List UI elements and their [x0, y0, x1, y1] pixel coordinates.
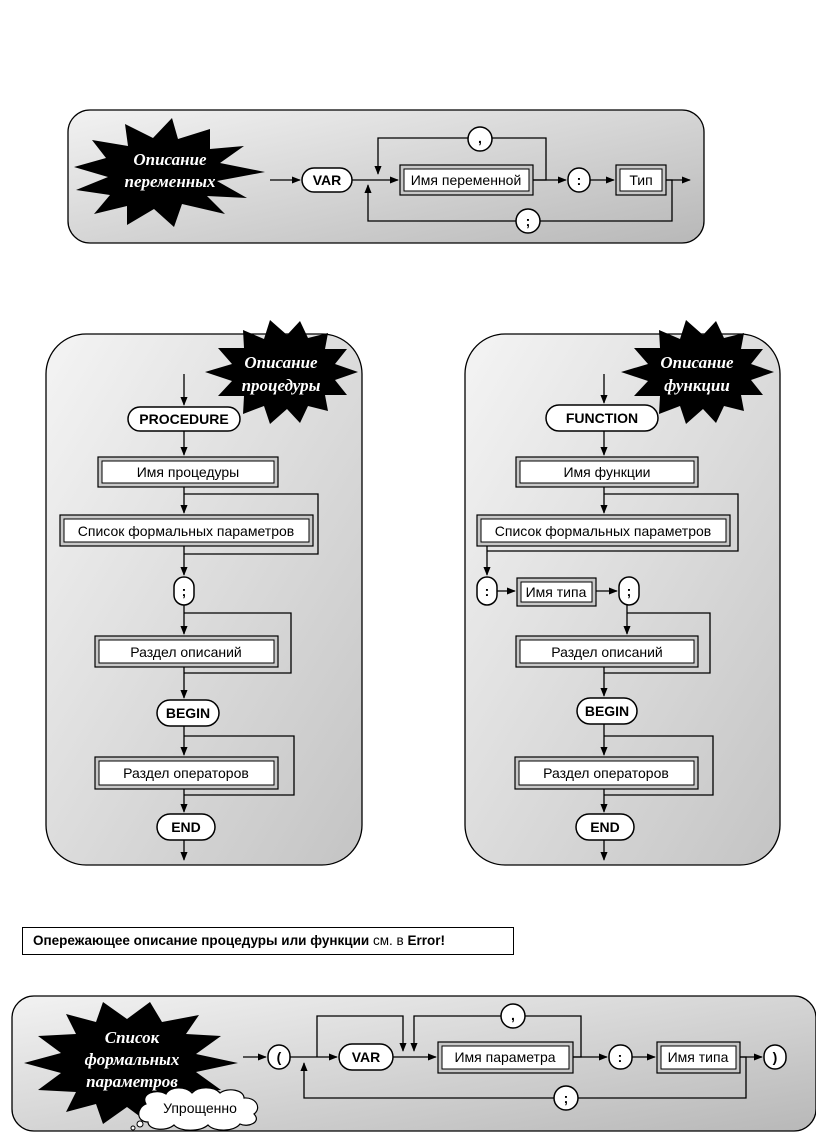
var-semicolon-node: [515, 208, 541, 234]
params-lparen: (: [277, 1049, 282, 1065]
params-rparen: ): [773, 1049, 778, 1065]
procedure-keyword-node: [127, 406, 241, 432]
function-semicolon: ;: [627, 583, 632, 599]
var-name-label: Имя переменной: [411, 172, 522, 188]
procedure-begin: BEGIN: [166, 705, 210, 721]
var-keyword-node: [301, 167, 353, 193]
function-name-label: Имя функции: [563, 464, 650, 480]
params-colon-node: [608, 1044, 633, 1070]
function-title-starburst: [621, 320, 774, 424]
params-name-label: Имя параметра: [454, 1049, 555, 1065]
procedure-semicolon: ;: [182, 583, 187, 599]
procedure-title-line1: Описание: [244, 353, 318, 372]
function-colon: :: [485, 583, 490, 599]
function-keyword: FUNCTION: [566, 410, 638, 426]
params-comma: ,: [511, 1007, 515, 1023]
note-bold-text: Опережающее описание процедуры или функц…: [33, 933, 370, 948]
params-title-line1: Список: [105, 1028, 160, 1047]
note-normal-text: см. в: [372, 933, 404, 948]
cloud-shape: [138, 1087, 259, 1131]
var-colon-node: [567, 167, 591, 193]
procedure-keyword: PROCEDURE: [139, 411, 228, 427]
params-title-line2: формальных: [85, 1050, 180, 1069]
procedure-panel: Описание процедуры PROCEDURE Имя процеду…: [45, 320, 363, 866]
function-colon-node: [476, 576, 498, 606]
procedure-declarations-label: Раздел описаний: [130, 644, 242, 660]
function-panel: Описание функции FUNCTION Имя функции Сп…: [464, 320, 781, 866]
function-title-line2: функции: [664, 376, 730, 395]
function-end: END: [590, 819, 620, 835]
function-title-line1: Описание: [660, 353, 734, 372]
procedure-title-starburst: [205, 320, 358, 424]
params-lparen-node: [267, 1044, 291, 1070]
function-keyword-node: [545, 404, 659, 432]
var-comma-node: [467, 126, 493, 152]
procedure-params-label: Список формальных параметров: [78, 523, 294, 539]
var-semicolon: ;: [526, 213, 531, 229]
procedure-title-line2: процедуры: [242, 376, 321, 395]
procedure-end: END: [171, 819, 201, 835]
function-begin-node: [576, 697, 638, 725]
params-title-line3: параметров: [86, 1072, 178, 1091]
var-keyword: VAR: [313, 172, 342, 188]
params-var-node: [338, 1043, 394, 1071]
function-statements-label: Раздел операторов: [543, 765, 669, 781]
params-panel: Список формальных параметров Упрощенно (…: [11, 995, 816, 1132]
params-comma-node: [500, 1003, 526, 1029]
var-title-starburst: [74, 118, 265, 227]
procedure-end-node: [156, 813, 216, 841]
function-semicolon-node: [618, 576, 640, 606]
note-error-link[interactable]: Error!: [407, 933, 445, 948]
forward-declaration-note: Опережающее описание процедуры или функц…: [22, 927, 514, 955]
params-rparen-node: [763, 1044, 787, 1070]
params-cloud-text: Упрощенно: [163, 1100, 237, 1116]
function-type-name-label: Имя типа: [526, 584, 587, 600]
var-comma: ,: [478, 130, 482, 146]
var-type-label: Тип: [629, 172, 652, 188]
procedure-statements-label: Раздел операторов: [123, 765, 249, 781]
procedure-begin-node: [156, 699, 220, 727]
var-panel: Описание переменных VAR Имя переменной ,…: [67, 109, 705, 244]
var-title-line2: переменных: [125, 172, 216, 191]
function-begin: BEGIN: [585, 703, 629, 719]
var-title-line1: Описание: [133, 150, 207, 169]
procedure-name-label: Имя процедуры: [137, 464, 240, 480]
var-colon: :: [577, 172, 582, 188]
function-params-label: Список формальных параметров: [495, 523, 711, 539]
params-semicolon-node: [553, 1085, 579, 1111]
params-var: VAR: [352, 1049, 381, 1065]
params-colon: :: [618, 1049, 623, 1065]
procedure-semicolon-node: [173, 576, 195, 606]
function-declarations-label: Раздел описаний: [551, 644, 663, 660]
function-end-node: [575, 813, 635, 841]
params-semicolon: ;: [564, 1090, 569, 1106]
params-type-name-label: Имя типа: [668, 1049, 729, 1065]
